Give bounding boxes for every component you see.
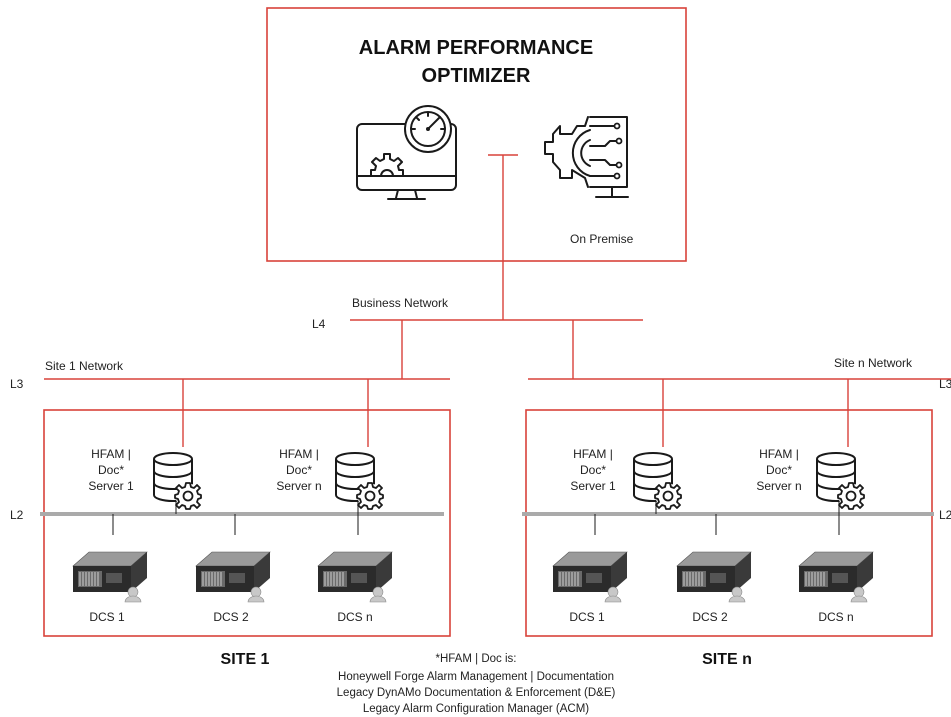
footnote: *HFAM | Doc is: Honeywell Forge Alarm Ma… bbox=[337, 653, 616, 715]
server-label-line3: Server 1 bbox=[570, 479, 616, 493]
server-label-line1: HFAM | bbox=[573, 447, 613, 461]
server-label-line3: Server n bbox=[756, 479, 801, 493]
server-label-line1: HFAM | bbox=[279, 447, 319, 461]
dcs-label: DCS 1 bbox=[569, 610, 605, 624]
level-l2-label-left: L2 bbox=[10, 508, 24, 522]
server-label-line3: Server 1 bbox=[88, 479, 134, 493]
dcs-rack-server-icon bbox=[72, 551, 148, 603]
level-l4-label: L4 bbox=[312, 317, 326, 331]
dcs-rack-server-icon bbox=[317, 551, 393, 603]
database-gear-icon bbox=[152, 451, 203, 511]
dcs-rack-server-icon bbox=[676, 551, 752, 603]
server-label-line1: HFAM | bbox=[91, 447, 131, 461]
level-l2-label-right: L2 bbox=[939, 508, 951, 522]
optimizer-title-line2: OPTIMIZER bbox=[422, 65, 531, 87]
dcs-rack-server-icon bbox=[552, 551, 628, 603]
optimizer-box bbox=[266, 7, 687, 262]
siten-title: SITE n bbox=[702, 651, 752, 668]
server-label-line2: Doc* bbox=[766, 463, 792, 477]
site1-group: HFAM | Doc* Server 1 HFAM | Doc* Server … bbox=[40, 379, 451, 668]
optimizer-title-line1: ALARM PERFORMANCE bbox=[359, 37, 593, 59]
database-gear-icon bbox=[334, 451, 385, 511]
footnote-line1: *HFAM | Doc is: bbox=[436, 653, 517, 665]
siten-network-label: Site n Network bbox=[834, 356, 913, 370]
monitor-gauge-gear-icon bbox=[356, 105, 457, 200]
database-gear-icon bbox=[632, 451, 683, 511]
level-l3-label-right: L3 bbox=[939, 377, 951, 391]
siten-box bbox=[525, 409, 933, 637]
deployment-label: On Premise bbox=[570, 232, 634, 246]
dcs-rack-server-icon bbox=[798, 551, 874, 603]
dcs-label: DCS 2 bbox=[692, 610, 728, 624]
footnote-line3: Legacy DynAMo Documentation & Enforcemen… bbox=[337, 687, 616, 699]
dcs-label: DCS 1 bbox=[89, 610, 125, 624]
level-l3-label-left: L3 bbox=[10, 377, 24, 391]
siten-group: HFAM | Doc* Server 1 HFAM | Doc* Server … bbox=[522, 379, 934, 668]
server-label-line2: Doc* bbox=[580, 463, 606, 477]
server-label-line2: Doc* bbox=[286, 463, 312, 477]
server-label-line1: HFAM | bbox=[759, 447, 799, 461]
dcs-rack-server-icon bbox=[195, 551, 271, 603]
footnote-line4: Legacy Alarm Configuration Manager (ACM) bbox=[363, 703, 589, 715]
dcs-label: DCS n bbox=[818, 610, 853, 624]
site1-box bbox=[43, 409, 451, 637]
server-label-line3: Server n bbox=[276, 479, 321, 493]
site1-network-label: Site 1 Network bbox=[45, 359, 124, 373]
server-label-line2: Doc* bbox=[98, 463, 124, 477]
gear-circuit-head-icon bbox=[544, 116, 629, 198]
site1-title: SITE 1 bbox=[221, 651, 270, 668]
database-gear-icon bbox=[815, 451, 866, 511]
dcs-label: DCS 2 bbox=[213, 610, 249, 624]
footnote-line2: Honeywell Forge Alarm Management | Docum… bbox=[338, 671, 614, 683]
dcs-label: DCS n bbox=[337, 610, 372, 624]
business-network-label: Business Network bbox=[352, 296, 449, 310]
